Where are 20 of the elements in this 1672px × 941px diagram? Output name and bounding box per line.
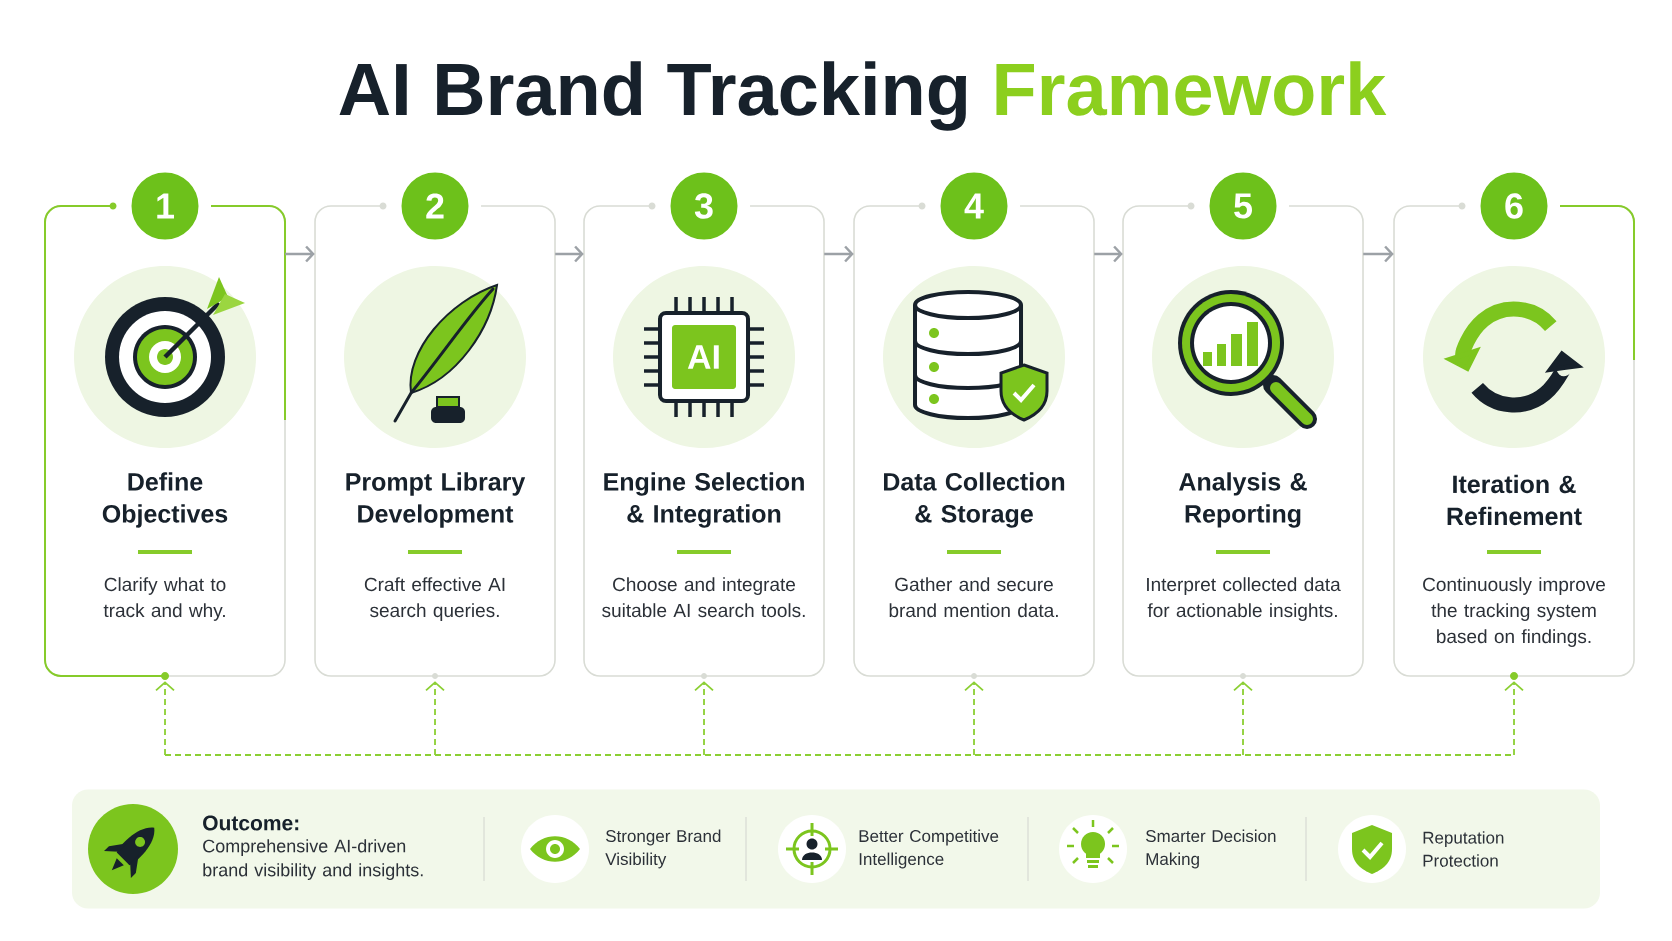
chip-text: AI bbox=[687, 345, 719, 369]
step-description: Interpret collected data for actionable insights. bbox=[1147, 577, 1341, 621]
step-title: Analysis & Reporting bbox=[1179, 472, 1307, 528]
step-title: Prompt Library Development bbox=[346, 472, 526, 528]
benefit-text: Smarter Decision Making bbox=[1146, 829, 1276, 869]
step-description: Clarify what to track and why. bbox=[103, 577, 226, 621]
step-title: Define Objectives bbox=[102, 472, 228, 528]
benefit-text: Stronger Brand Visibility bbox=[605, 829, 721, 869]
outcome-heading: Outcome: bbox=[203, 815, 299, 831]
step-title: Iteration & Refinement bbox=[1447, 474, 1582, 526]
step-description: Craft effective AI search queries. bbox=[364, 577, 505, 621]
outcome-text: Comprehensive AI-driven brand visibility and insights. bbox=[203, 839, 423, 880]
step-title: Data Collection & Storage bbox=[884, 472, 1065, 528]
title: AI Brand Tracking Framework bbox=[339, 61, 1387, 131]
benefit-text: Reputation Protection bbox=[1423, 831, 1504, 867]
step-description: Continuously improve the tracking system based on findings. bbox=[1423, 577, 1605, 647]
step-title: Engine Selection & Integration bbox=[604, 472, 804, 528]
step-description: Choose and integrate suitable AI search tools. bbox=[602, 577, 805, 618]
benefit-text: Better Competitive Intelligence bbox=[859, 829, 999, 869]
step-description: Gather and secure brand mention data. bbox=[889, 577, 1058, 618]
